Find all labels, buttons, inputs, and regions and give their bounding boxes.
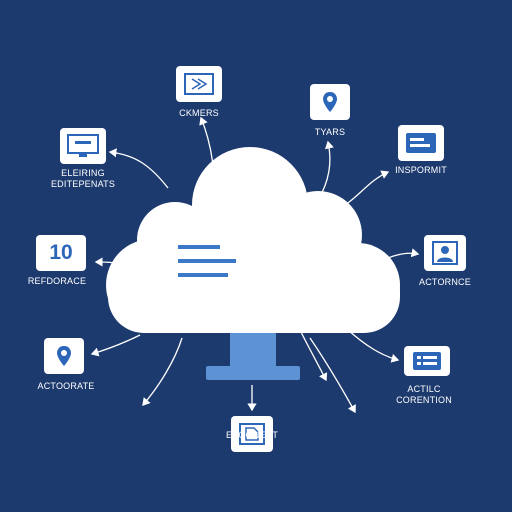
connector-lower-right bbox=[347, 329, 400, 363]
connector-upper-right bbox=[344, 170, 390, 206]
browser-window-icon[interactable] bbox=[398, 125, 444, 161]
monitor-icon[interactable] bbox=[60, 128, 106, 164]
user-profile-icon[interactable] bbox=[424, 235, 466, 271]
connector-lower-right-2 bbox=[309, 337, 356, 414]
label-upper-right: INSPORMIT bbox=[395, 165, 447, 175]
label-bottom: EEGONENT bbox=[225, 430, 279, 440]
label-mid-right: ACTORNCE bbox=[419, 277, 471, 287]
label-top: CKMERS bbox=[179, 108, 219, 118]
connector-lower-left bbox=[142, 337, 183, 406]
label-upper-left-line2: EDITEPENATS bbox=[50, 179, 116, 189]
label-lower-left: ACTOORATE bbox=[37, 381, 95, 391]
map-pin-icon[interactable] bbox=[44, 338, 84, 374]
label-mid-left: REFDORACE bbox=[27, 276, 87, 286]
document-icon[interactable] bbox=[231, 416, 273, 452]
list-lines-icon bbox=[178, 245, 236, 277]
map-pin-icon[interactable] bbox=[310, 84, 350, 120]
connector-mid-right bbox=[387, 248, 420, 259]
connector-lower-left-2 bbox=[90, 334, 141, 357]
list-card-icon[interactable] bbox=[404, 346, 450, 376]
label-lower-right-line2: CORENTION bbox=[396, 395, 452, 405]
label-lower-right-line1: ACTILC bbox=[407, 384, 441, 394]
connector-lower-center bbox=[299, 329, 328, 382]
label-top-right: TYARS bbox=[314, 127, 346, 137]
reference-number: 10 bbox=[49, 241, 73, 264]
folder-share-icon[interactable] bbox=[176, 66, 222, 102]
label-upper-left-line1: ELEIRING bbox=[61, 168, 105, 178]
connector-upper-left bbox=[108, 148, 169, 189]
reference-number-card[interactable]: 10 bbox=[36, 235, 86, 271]
label-lower-right: ACTILC CORENTION bbox=[396, 384, 452, 406]
label-upper-left: ELEIRING EDITEPENATS bbox=[51, 168, 115, 190]
